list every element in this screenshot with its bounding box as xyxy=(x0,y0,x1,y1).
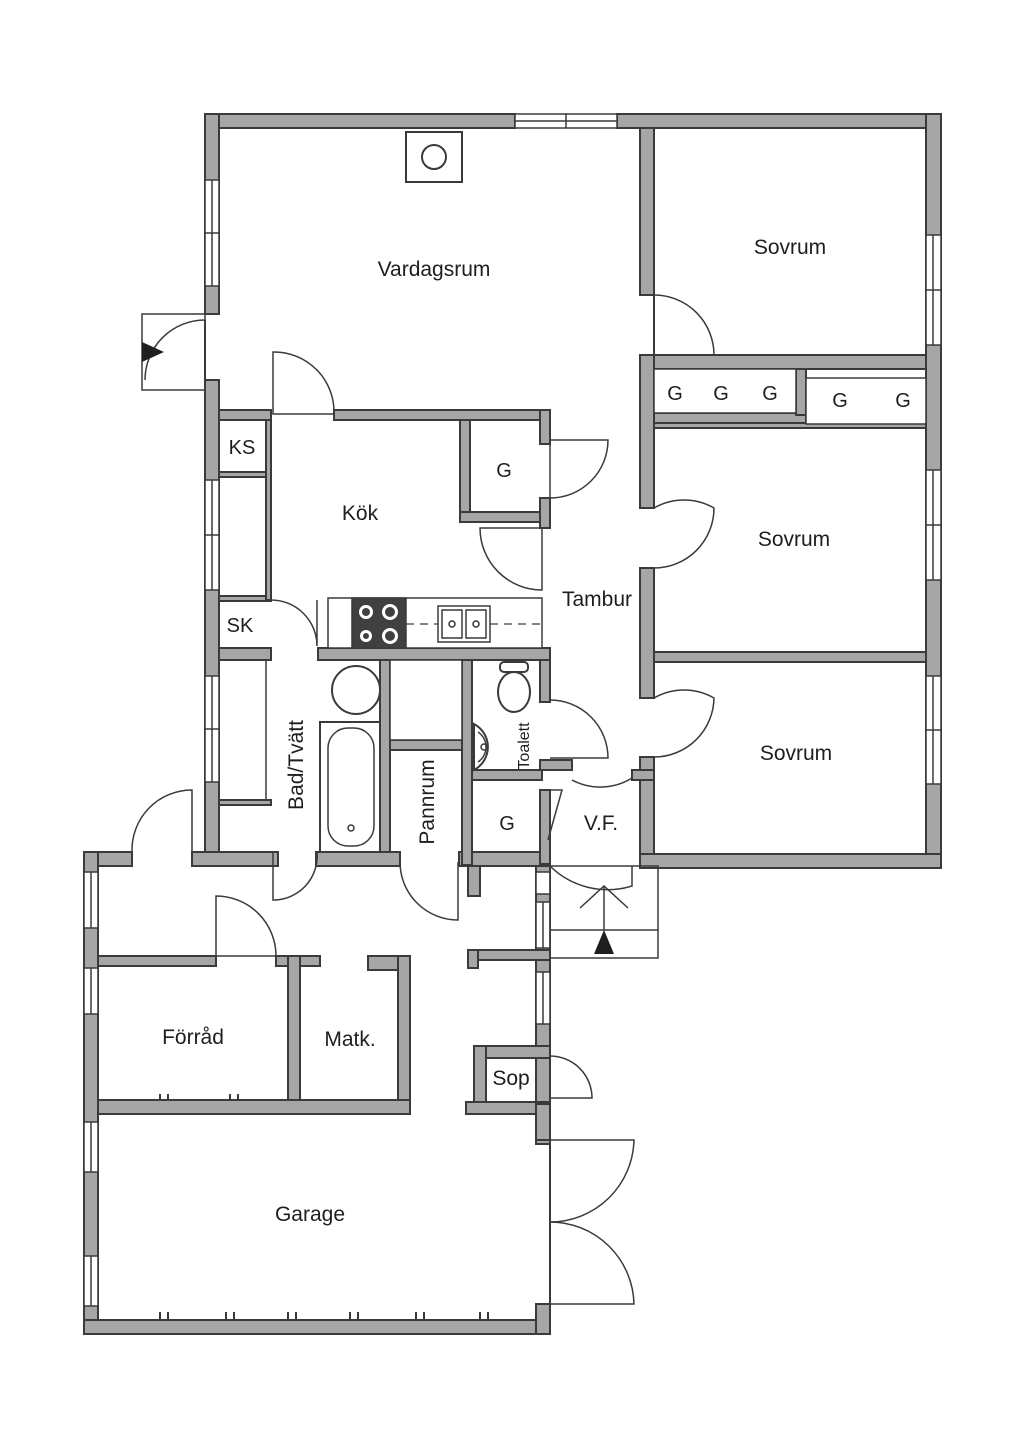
room-label-sop: Sop xyxy=(492,1067,529,1090)
storage-label-g-closet: G xyxy=(713,383,729,405)
storage-label-g-closet: G xyxy=(667,383,683,405)
stairs-up-icon xyxy=(549,865,659,959)
windows xyxy=(83,113,942,1307)
storage-label-g-closet: G xyxy=(895,390,911,412)
room-label-sovrum-2: Sovrum xyxy=(758,528,830,551)
stove-icon xyxy=(351,597,407,649)
toilet-icon xyxy=(497,661,531,713)
storage-label-g-closet: G xyxy=(762,383,778,405)
room-label-pannrum: Pannrum xyxy=(416,759,439,844)
storage-label-g-corridor: G xyxy=(499,813,515,835)
room-label-garage: Garage xyxy=(275,1203,345,1226)
storage-labels: KS SK G G G G G G G xyxy=(227,383,911,835)
room-label-sovrum-1: Sovrum xyxy=(754,236,826,259)
room-label-kok: Kök xyxy=(342,502,379,525)
room-label-matk: Matk. xyxy=(324,1028,375,1051)
room-label-forrad: Förråd xyxy=(162,1026,224,1049)
room-label-tambur: Tambur xyxy=(562,588,632,611)
fireplace-icon xyxy=(405,131,463,183)
entrance-arrow-icon xyxy=(142,342,164,362)
storage-label-sk: SK xyxy=(227,615,254,637)
washing-machine-icon xyxy=(331,665,381,715)
entry-arrow-icon xyxy=(594,930,614,954)
room-label-bad-tvatt: Bad/Tvätt xyxy=(285,720,308,810)
room-label-toalett: Toalett xyxy=(516,722,533,770)
fixtures xyxy=(142,131,927,959)
bathtub-icon xyxy=(319,721,381,853)
storage-label-ks: KS xyxy=(229,437,256,459)
room-label-vardagsrum: Vardagsrum xyxy=(378,258,491,281)
sink-icon xyxy=(437,605,491,643)
room-labels: Vardagsrum Sovrum Sovrum Sovrum Kök Tamb… xyxy=(162,236,832,1226)
room-label-vf: V.F. xyxy=(584,812,618,835)
washbasin-icon xyxy=(473,722,489,772)
room-label-sovrum-3: Sovrum xyxy=(760,742,832,765)
doors xyxy=(131,294,715,1320)
storage-label-g-closet: G xyxy=(832,390,848,412)
storage-label-g-hall: G xyxy=(496,460,512,482)
